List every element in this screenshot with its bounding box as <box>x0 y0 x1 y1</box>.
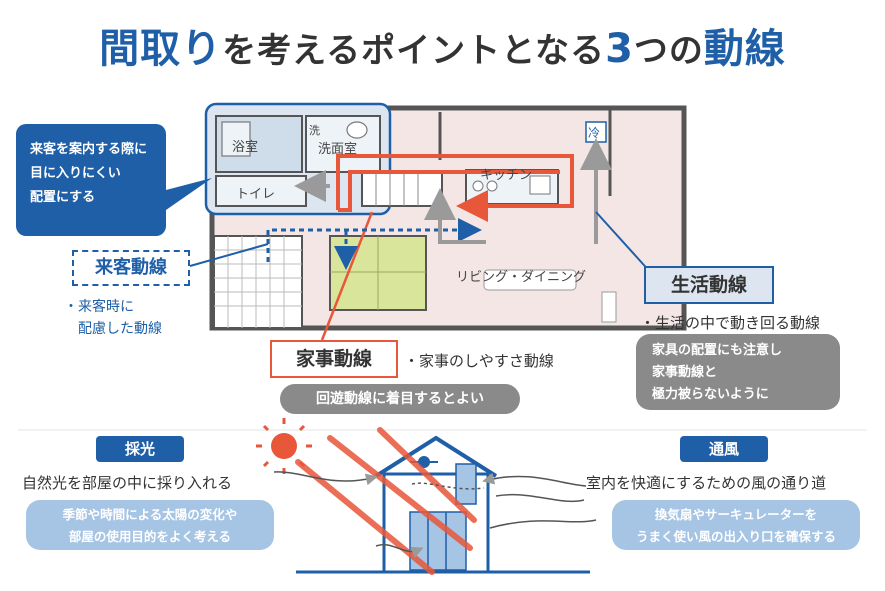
ventilation-tip-line-1: 換気扇やサーキュレーターを <box>654 507 818 522</box>
callout-tail <box>166 178 212 210</box>
title-part-1: 間取り <box>99 26 223 72</box>
living-callout-line-3: 極力被らないように <box>652 387 769 402</box>
room-fridge-label: 冷 <box>588 126 601 140</box>
living-route-note: ・生活の中で動き回る動線 <box>640 314 821 332</box>
room-living-label: リビング・ダイニング <box>456 270 587 285</box>
living-callout-line-1: 家具の配置にも注意し <box>652 343 783 358</box>
daylight-tip-line-2: 部屋の使用目的をよく考える <box>68 529 232 544</box>
room-washroom-label: 洗面室 <box>318 142 358 157</box>
daylight-badge: 採光 <box>96 436 184 462</box>
daylight-tip-line-1: 季節や時間による太陽の変化や <box>62 507 238 522</box>
title-part-2: を考えるポイントとなる <box>222 31 606 71</box>
living-route-tag: 生活動線 <box>644 266 774 304</box>
guest-note-line-1: ・来客時に <box>64 299 134 315</box>
ventilation-tip-pill: 換気扇やサーキュレーターを うまく使い風の出入り口を確保する <box>612 500 860 550</box>
guest-callout-line-1: 来客を案内する際に <box>30 142 148 157</box>
housework-route-tag: 家事動線 <box>270 340 398 378</box>
housework-tip-pill: 回遊動線に着目するとよい <box>280 384 520 414</box>
room-wash-small-label: 洗 <box>309 124 320 137</box>
guest-note-line-2: 配慮した動線 <box>64 321 162 337</box>
page-title: 間取りを考えるポイントとなる3つの動線 <box>0 16 885 74</box>
ventilation-badge: 通風 <box>680 436 768 462</box>
guest-route-tag: 来客動線 <box>72 250 190 286</box>
living-callout-line-2: 家事動線と <box>652 365 718 380</box>
guest-route-note: ・来客時に 配慮した動線 <box>64 296 162 340</box>
living-route <box>294 138 653 275</box>
daylight-line: 自然光を部屋の中に採り入れる <box>22 474 233 492</box>
title-part-4: つの <box>633 31 704 71</box>
guest-route <box>189 218 482 270</box>
housework-route <box>320 154 574 341</box>
daylight-tip-pill: 季節や時間による太陽の変化や 部屋の使用目的をよく考える <box>26 500 274 550</box>
sunlight-rays <box>295 427 477 575</box>
guest-callout: 来客を案内する際に 目に入りにくい 配置にする <box>16 124 166 236</box>
guest-callout-line-2: 目に入りにくい <box>30 166 121 181</box>
house-illustration <box>296 435 590 574</box>
title-part-3: 3 <box>605 26 634 72</box>
ventilation-line: 室内を快適にするための風の通り道 <box>586 474 827 492</box>
room-bath-label: 浴室 <box>232 140 259 155</box>
ventilation-tip-line-2: うまく使い風の出入り口を確保する <box>635 529 836 544</box>
room-toilet-label: トイレ <box>236 187 276 202</box>
title-part-5: 動線 <box>703 26 786 72</box>
room-kitchen-label: キッチン <box>480 168 533 183</box>
living-callout: 家具の配置にも注意し 家事動線と 極力被らないように <box>636 334 840 410</box>
wind-flow <box>273 471 597 558</box>
house-floor <box>204 102 687 331</box>
housework-route-note: ・家事のしやすさ動線 <box>404 352 554 370</box>
guest-callout-line-3: 配置にする <box>30 190 96 205</box>
